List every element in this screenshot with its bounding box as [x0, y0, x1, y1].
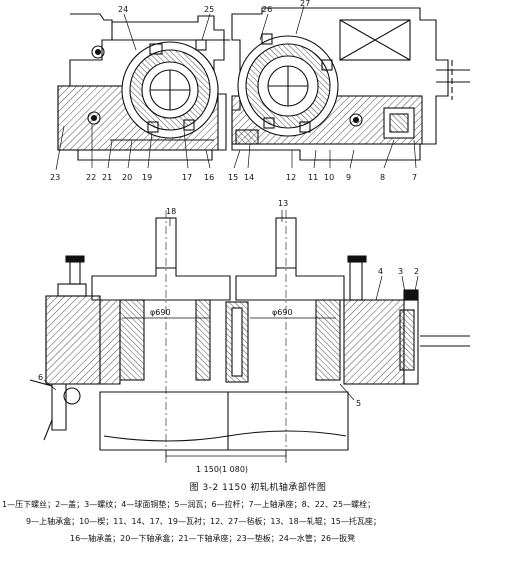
- legend-line-2: 9—上轴承盒；10—楔；11、14、17、19—瓦衬；12、27—毡板；13、1…: [26, 517, 381, 526]
- part-label-25: 25: [204, 5, 214, 14]
- part-label-7: 7: [412, 173, 417, 182]
- part-label-23: 23: [50, 173, 60, 182]
- part-label-5: 5: [356, 399, 361, 408]
- part-label-26: 26: [262, 5, 272, 14]
- part-label-4: 4: [378, 267, 383, 276]
- part-label-15: 15: [228, 173, 238, 182]
- part-label-8: 8: [380, 173, 385, 182]
- part-label-18: 18: [166, 207, 176, 216]
- top-part-labels: 24 25 26 27 23 22 21 20 19 17 16 15 14 1…: [50, 0, 417, 182]
- part-label-2: 2: [414, 267, 419, 276]
- figure-caption: 图 3-2 1150 初轧机轴承部件图 1—压下螺丝；2—盖；3—螺纹；4—球面…: [0, 480, 516, 550]
- part-label-10: 10: [324, 173, 334, 182]
- part-label-21: 21: [102, 173, 112, 182]
- part-label-11: 11: [308, 173, 318, 182]
- legend-line-3: 16—轴承盖；20—下轴承盒；21—下轴承座；23—垫板；24—水管；26—扳凳: [70, 534, 356, 543]
- legend-line-1: 1—压下螺丝；2—盖；3—螺纹；4—球面铜垫；5—润瓦；6—拉杆；7—上轴承座；…: [2, 500, 376, 509]
- part-label-24: 24: [118, 5, 128, 14]
- dim-span: 1 150(1 080): [196, 465, 248, 474]
- part-label-6: 6: [38, 373, 43, 382]
- part-label-20: 20: [122, 173, 132, 182]
- part-label-27: 27: [300, 0, 310, 8]
- dimension-lines: [122, 317, 336, 462]
- part-label-19: 19: [142, 173, 152, 182]
- dim-left-diameter: φ690: [150, 308, 171, 317]
- part-label-22: 22: [86, 173, 96, 182]
- caption-title: 图 3-2 1150 初轧机轴承部件图: [189, 483, 327, 493]
- part-label-3: 3: [398, 267, 403, 276]
- dim-right-diameter: φ690: [272, 308, 293, 317]
- part-label-17: 17: [182, 173, 192, 182]
- bearing-assembly-drawing: 24 25 26 27 23 22 21 20 19 17 16 15 14 1…: [29, 0, 470, 474]
- front-section-view: [29, 210, 470, 466]
- top-leader-lines: [55, 5, 417, 171]
- part-label-9: 9: [346, 173, 351, 182]
- part-label-12: 12: [286, 173, 296, 182]
- part-label-14: 14: [244, 173, 254, 182]
- part-label-13: 13: [278, 199, 288, 208]
- part-label-16: 16: [204, 173, 214, 182]
- mid-leader-lines: [43, 210, 419, 401]
- top-section-view: [57, 7, 470, 161]
- mid-part-labels: 18 13 4 3 2 6 5: [38, 199, 419, 408]
